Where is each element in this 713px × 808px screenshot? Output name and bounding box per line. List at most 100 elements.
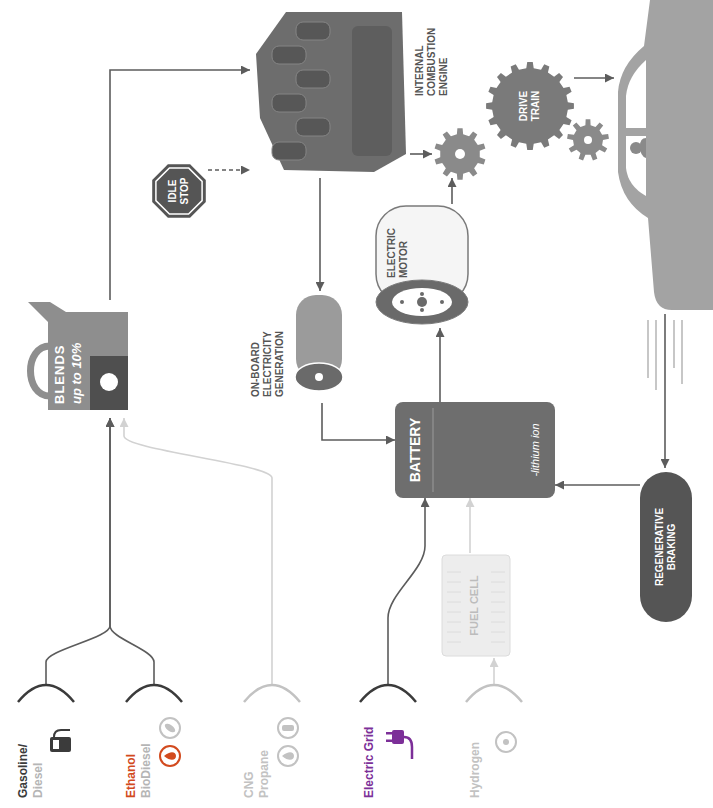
fuel-cell-plate [491, 582, 505, 583]
octagon [152, 164, 206, 218]
fuel-source-label: Ethanol [124, 702, 138, 798]
fuel-cell-box [442, 555, 510, 656]
fuel-source-label: BioDiesel [139, 702, 153, 798]
blends-jug-label: BLENDS [52, 316, 68, 404]
jug-base [90, 356, 128, 410]
motor-face [376, 280, 468, 324]
fuel-cell-plate [491, 642, 505, 643]
fuel-source-label: Diesel [31, 702, 45, 798]
drop-symbol [282, 752, 294, 760]
flow-connector [388, 498, 425, 684]
flow-connector [469, 498, 471, 553]
fuel-cell-plate [447, 582, 461, 583]
regenerative-braking-pill: REGENERATIVE BRAKING [640, 472, 692, 622]
tank-symbol [282, 725, 294, 731]
flow-connector [493, 658, 495, 684]
gear-hub [584, 136, 592, 144]
car-window [626, 60, 646, 128]
motor-bolt [440, 300, 444, 304]
battery-band [432, 408, 434, 492]
pump-hose [54, 730, 70, 737]
drive-train-gears: DRIVE TRAIN [432, 56, 608, 178]
idle-stop-sign: IDLE STOP [150, 162, 208, 220]
source-bracket [126, 685, 182, 702]
flow-connector [439, 328, 441, 402]
leaf-symbol [163, 722, 176, 734]
fuel-cell-plate [491, 602, 505, 603]
fuel-source: Gasoline/Diesel [14, 684, 78, 802]
generator-label: ON-BOARD ELECTRICITY GENERATION [250, 313, 286, 397]
fuel-cell-plate [491, 572, 505, 573]
fuel-icon [160, 746, 180, 766]
fuel-icon [278, 718, 298, 738]
fuel-cell-plate [447, 612, 461, 613]
gear [486, 62, 574, 150]
fuel-cell-plate [491, 632, 505, 633]
driver-body [640, 138, 646, 158]
flow-connector [124, 418, 272, 684]
fuel-source: Hydrogen [462, 684, 526, 802]
engine-sump [352, 26, 392, 156]
battery-box [395, 402, 555, 498]
fuel-source-label: Hydrogen [468, 702, 482, 798]
fuel-cell-label: FUEL CELL [468, 559, 481, 652]
dot-symbol [503, 739, 509, 745]
fuel-icon [278, 746, 298, 766]
fuel-cell-plate [447, 572, 461, 573]
fuel-source: CNGPropane [240, 684, 304, 802]
fuel-cell-plate [491, 612, 505, 613]
drop-symbol [164, 752, 176, 760]
battery-label: BATTERY [407, 408, 424, 492]
plug-cord [404, 737, 412, 759]
fuel-source: Electric Grid [356, 684, 420, 802]
drivetrain-to-car-arrow [574, 77, 614, 79]
speed-line [655, 320, 657, 390]
fuel-icon [160, 718, 180, 738]
plug-prong [386, 732, 392, 735]
engine-block-shape [250, 6, 410, 178]
fuel-cell-plate [447, 602, 461, 603]
flow-connector [208, 169, 250, 171]
source-bracket [18, 685, 74, 702]
jug-handle [31, 346, 51, 396]
generator: ON-BOARD ELECTRICITY GENERATION [250, 291, 350, 403]
engine-cylinder [272, 142, 306, 160]
speed-line [673, 320, 675, 368]
fuel-cell-plate [447, 642, 461, 643]
gear-hub [455, 149, 465, 159]
motor-bolt [420, 308, 424, 312]
engine-block [256, 12, 406, 172]
fuel-cell-plate [447, 592, 461, 593]
gear [435, 128, 486, 180]
electric-motor-label: ELECTRIC MOTOR [386, 210, 410, 278]
battery: BATTERY-lithium ion [395, 402, 555, 498]
motor-shaft [417, 297, 427, 307]
fuel-cell-plate [491, 622, 505, 623]
motor-bolt [420, 292, 424, 296]
engine-cylinder [296, 118, 330, 136]
flow-connector [410, 153, 432, 155]
engine-cylinder [296, 70, 330, 88]
pump-icon [50, 737, 71, 752]
drive-train-gears-label: DRIVE TRAIN [518, 76, 542, 136]
fuel-source-label: Gasoline/ [16, 702, 30, 798]
fuel-cell-plate [447, 632, 461, 633]
generator-shaft [315, 373, 323, 381]
engine-cylinder [272, 46, 306, 64]
flow-connector [46, 418, 110, 684]
car-to-braking-arrow [664, 314, 666, 468]
engine-block: INTERNAL COMBUSTION ENGINE [250, 6, 410, 178]
plug-prong [386, 740, 392, 743]
idle-stop-sign-label: IDLE STOP [167, 168, 191, 214]
flow-connector [110, 418, 154, 684]
gear [567, 119, 609, 160]
fuel-cell-plate [447, 622, 461, 623]
fuel-source: EthanolBioDiesel [122, 684, 186, 802]
car-body [618, 0, 713, 310]
source-bracket [466, 685, 522, 702]
generator-face [295, 363, 343, 391]
jug-body [28, 302, 128, 410]
jug-cap [100, 373, 118, 391]
engine-block-label: INTERNAL COMBUSTION ENGINE [414, 6, 450, 96]
flow-connector [555, 484, 640, 486]
